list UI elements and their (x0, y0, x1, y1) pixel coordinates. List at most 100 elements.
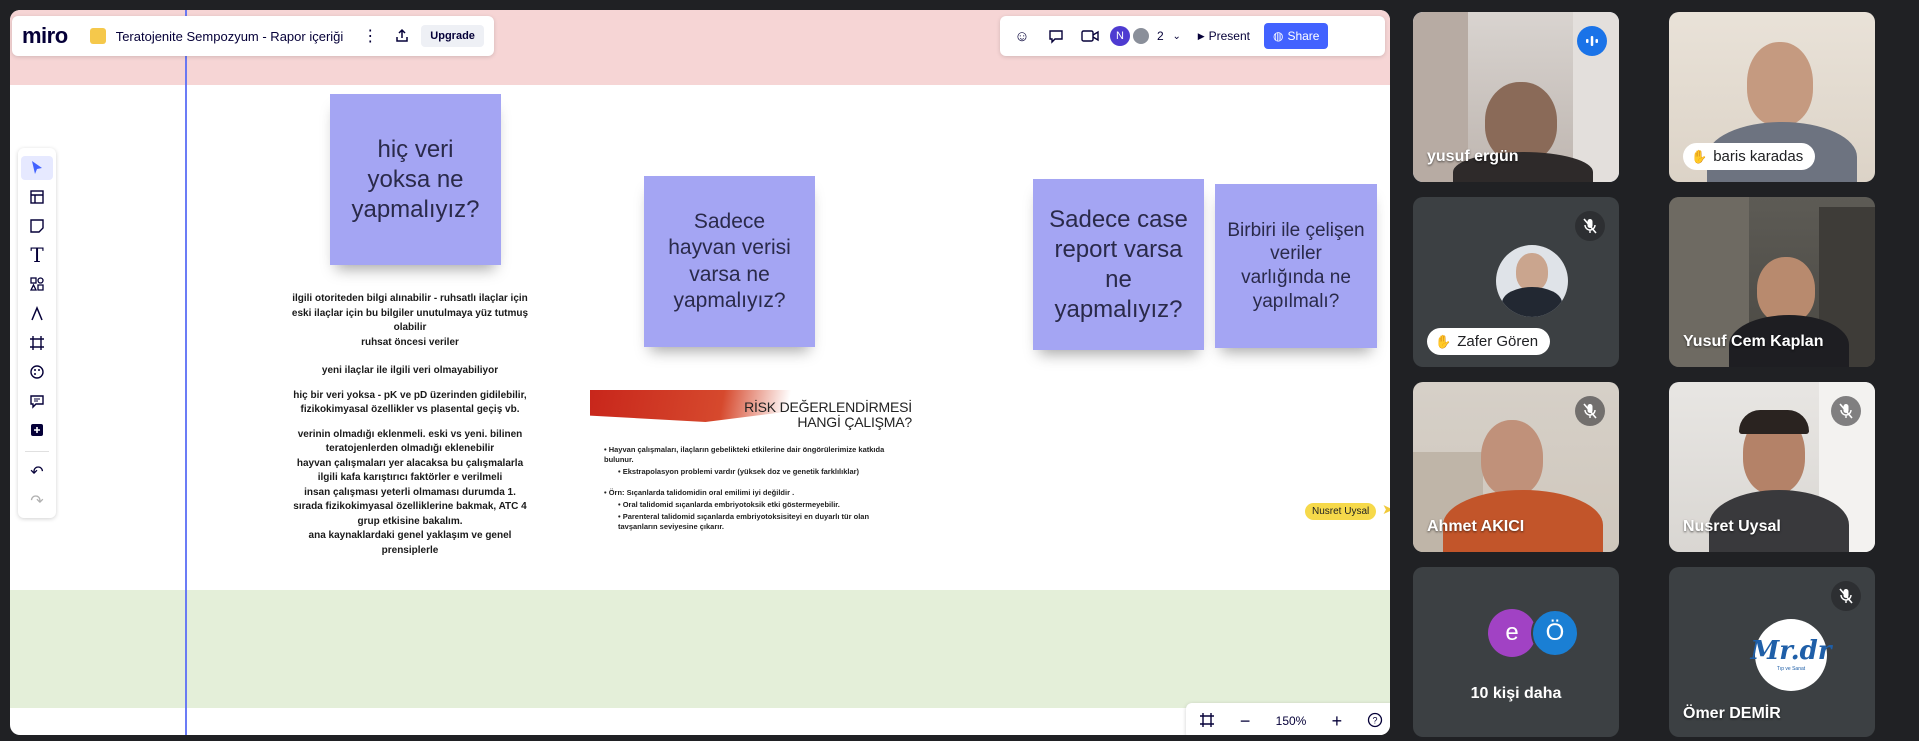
export-icon[interactable] (389, 23, 415, 49)
upgrade-button[interactable]: Upgrade (421, 25, 484, 47)
mic-off-icon (1575, 211, 1605, 241)
zoom-controls: − 150% + ? (1186, 703, 1390, 735)
zoom-level[interactable]: 150% (1275, 714, 1307, 728)
toolbar-separator (25, 451, 49, 452)
sticky-note-text: hiç veri yoksa ne yapmalıyız? (351, 135, 480, 223)
mic-off-icon (1575, 396, 1605, 426)
mic-off-icon (1831, 396, 1861, 426)
slide-image-risk-assessment[interactable]: RİSK DEĞERLENDİRMESİ HANGİ ÇALIŞMA? • Ha… (590, 390, 920, 555)
sticky-note-text: Sadece hayvan verisi varsa ne yapmalıyız… (668, 210, 791, 312)
select-tool-icon[interactable] (21, 156, 53, 181)
sticky-note-text: Sadece case report varsa ne yapmalıyız? (1049, 205, 1188, 323)
avatar-logo-subtext: Tıp ve Sanat (1776, 666, 1806, 672)
slide-sub-bullet: • Ekstrapolasyon problemi vardır (yüksek… (618, 466, 860, 476)
participant-name-pill: ✋ Zafer Gören (1427, 328, 1551, 355)
participant-tile[interactable]: ✋ Zafer Gören (1413, 197, 1619, 367)
participant-avatar (1496, 245, 1568, 317)
participant-name: baris karadas (1713, 148, 1804, 165)
hand-raised-icon: ✋ (1691, 148, 1708, 164)
note-line: teratojenlerden olmadığı eklenebilir (325, 443, 495, 454)
help-icon[interactable]: ? (1367, 712, 1383, 731)
participant-name: Zafer Gören (1457, 333, 1539, 350)
participant-name: yusuf ergün (1427, 148, 1519, 165)
play-icon: ▶ (1197, 30, 1205, 41)
note-line: insan çalışması yeterli olmaması durumda… (304, 486, 516, 498)
share-button[interactable]: ◍ Share (1263, 23, 1329, 49)
collaborator-cursor-label: Nusret Uysal (1305, 503, 1377, 520)
speaking-indicator-icon (1577, 26, 1607, 56)
templates-icon[interactable] (21, 185, 53, 209)
participant-video (1669, 197, 1875, 367)
miro-top-right-bar: ☺ N 2 ⌄ ▶ Present ◍ Share (1000, 16, 1385, 56)
sticky-note-icon[interactable] (21, 214, 53, 238)
undo-icon[interactable]: ↶ (30, 463, 44, 481)
alignment-guide-line (185, 10, 187, 735)
board-frame-bottom-band (10, 590, 1390, 708)
redo-icon[interactable]: ↷ (30, 493, 44, 510)
participant-tile[interactable]: Ahmet AKICI (1413, 382, 1619, 552)
pen-icon[interactable] (21, 302, 53, 326)
shapes-icon[interactable] (21, 272, 53, 296)
note-line: hayvan çalışmaları yer alacaksa bu çalış… (296, 457, 524, 469)
participant-tile[interactable]: ✋ baris karadas (1669, 12, 1875, 182)
slide-title: RİSK DEĞERLENDİRMESİ HANGİ ÇALIŞMA? (744, 399, 912, 431)
present-button[interactable]: ▶ Present (1190, 24, 1258, 48)
participant-avatar-logo: Mr.dr Tıp ve Sanat (1750, 619, 1832, 691)
text-block-notes[interactable]: ilgili otoriteden bilgi alınabilir - ruh… (275, 292, 545, 568)
hand-raised-icon: ✋ (1435, 333, 1452, 349)
sticky-note-animal-data[interactable]: Sadece hayvan verisi varsa ne yapmalıyız… (644, 176, 815, 347)
miro-top-bar: miro Teratojenite Sempozyum - Rapor içer… (12, 16, 494, 56)
participant-tile[interactable]: yusuf ergün (1413, 12, 1619, 182)
slide-sub-bullet: • Parenteral talidomid sıçanlarda embriy… (618, 511, 870, 531)
slide-bullet: • Örn: Sıçanlarda talidomidin oral emili… (604, 488, 795, 498)
present-label: Present (1208, 29, 1250, 43)
note-line: yeni ilaçlar ile ilgili veri olmayabiliy… (321, 365, 499, 376)
slide-bullet: • Hayvan çalışmaları, ilaçların gebelikt… (604, 445, 885, 464)
participant-tile[interactable]: Mr.dr Tıp ve Sanat Ömer DEMİR (1669, 567, 1875, 737)
slide-title-line: HANGİ ÇALIŞMA? (797, 414, 912, 431)
palette-icon[interactable] (21, 360, 53, 384)
participant-name: Yusuf Cem Kaplan (1683, 333, 1824, 350)
collaborator-avatar[interactable]: N (1110, 26, 1130, 46)
note-line: ruhsat öncesi veriler (361, 336, 459, 348)
globe-icon: ◍ (1272, 29, 1284, 43)
video-call-icon[interactable] (1076, 22, 1104, 50)
sticky-note-no-data[interactable]: hiç veri yoksa ne yapmalıyız? (330, 94, 501, 265)
board-title[interactable]: Teratojenite Sempozyum - Rapor içeriği (115, 28, 344, 44)
board-emoji-icon (89, 28, 106, 44)
reactions-icon[interactable]: ☺ (1014, 27, 1030, 45)
note-line: prensiplerle (381, 544, 439, 556)
cursor-arrow-icon: ➤ (1382, 501, 1390, 517)
comment-icon[interactable] (21, 389, 53, 413)
collaborator-avatar-photo[interactable] (1131, 26, 1151, 46)
zoom-in-button[interactable]: + (1331, 710, 1343, 731)
more-options-icon[interactable]: ⋮ (362, 28, 379, 45)
more-participants-tile[interactable]: e Ö 10 kişi daha (1413, 567, 1619, 737)
slide-body: • Hayvan çalışmaları, ilaçların gebelikt… (604, 445, 904, 533)
note-line: fizikokimyasal özellikler vs plasental g… (300, 404, 520, 415)
frame-icon[interactable] (21, 331, 53, 355)
collaborator-count[interactable]: 2 (1157, 29, 1164, 43)
mic-off-icon (1831, 581, 1861, 611)
slide-sub-bullet: • Oral talidomid sıçanlarda embriyotoksi… (618, 500, 840, 509)
svg-text:?: ? (1373, 715, 1378, 725)
add-more-icon[interactable] (21, 418, 53, 442)
fit-to-screen-icon[interactable] (1199, 712, 1215, 731)
sticky-note-conflicting-data[interactable]: Birbiri ile çelişen veriler varlığında n… (1215, 184, 1377, 348)
participant-tile[interactable]: Yusuf Cem Kaplan (1669, 197, 1875, 367)
miro-logo[interactable]: miro (22, 23, 68, 48)
chevron-down-icon[interactable]: ⌄ (1172, 30, 1181, 42)
creation-toolbar: T ↶ ↷ (18, 148, 56, 518)
note-line: grup etkisine bakalım. (357, 515, 463, 527)
more-participants-label: 10 kişi daha (1470, 685, 1562, 702)
miro-board[interactable]: miro Teratojenite Sempozyum - Rapor içer… (10, 10, 1390, 735)
note-line: ilgili otoriteden bilgi alınabilir - ruh… (292, 293, 528, 304)
comments-icon[interactable] (1042, 22, 1070, 50)
participant-tile[interactable]: Nusret Uysal (1669, 382, 1875, 552)
avatar-logo-text: Mr.dr (1750, 636, 1832, 666)
text-tool-icon[interactable]: T (30, 243, 44, 268)
note-line: eski ilaçlar için bu bilgiler unutulmaya… (291, 307, 529, 334)
sticky-note-case-report[interactable]: Sadece case report varsa ne yapmalıyız? (1033, 179, 1204, 350)
zoom-out-button[interactable]: − (1239, 710, 1251, 731)
